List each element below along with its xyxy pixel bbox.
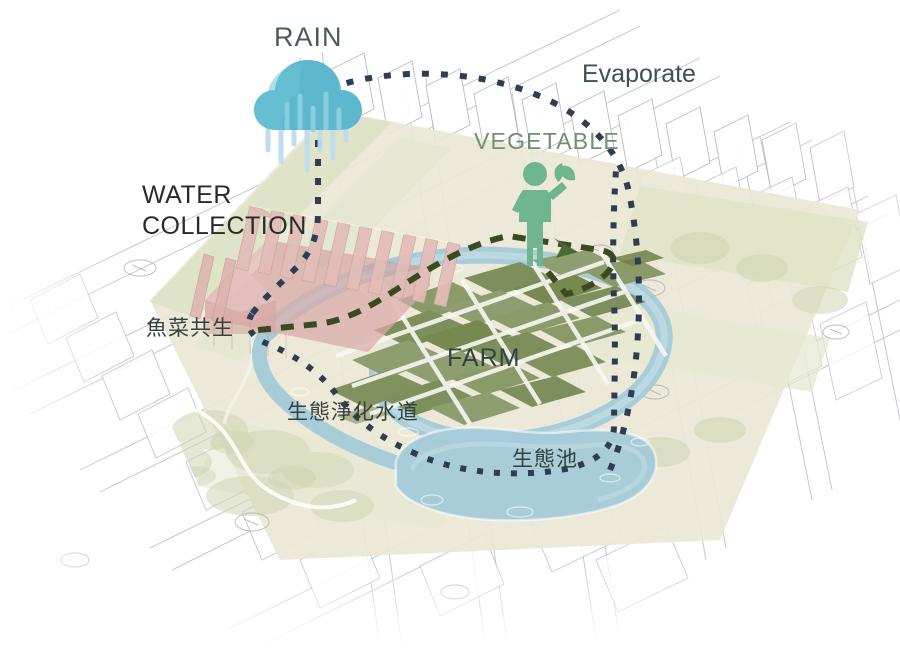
label-vegetable: VEGETABLE — [474, 128, 620, 154]
rain-cloud-icon — [254, 60, 362, 133]
label-eco-canal: 生態淨化水道 — [287, 400, 419, 424]
arrow-up-left-icon — [554, 238, 578, 258]
flow-collection-to-canal — [245, 312, 414, 455]
eco-pond — [395, 427, 657, 521]
greenhouse-roof-fins — [189, 205, 461, 324]
eco-canal-tail — [251, 324, 402, 470]
farm-plot-grid — [330, 250, 666, 425]
label-eco-pond: 生態池 — [512, 447, 578, 471]
label-rain: RAIN — [274, 22, 343, 52]
label-water-collection-line2: COLLECTION — [142, 212, 307, 240]
person-holding-plant-icon — [512, 162, 576, 266]
label-farm: FARM — [447, 344, 521, 372]
label-evaporate: Evaporate — [582, 60, 696, 88]
label-aquaponics: 魚菜共生 — [146, 316, 234, 340]
flow-rain-to-collection — [249, 140, 321, 316]
label-water-collection: WATER COLLECTION — [142, 180, 307, 242]
label-water-collection-line1: WATER — [142, 181, 232, 209]
flow-produce-to-vegetable — [257, 232, 617, 333]
